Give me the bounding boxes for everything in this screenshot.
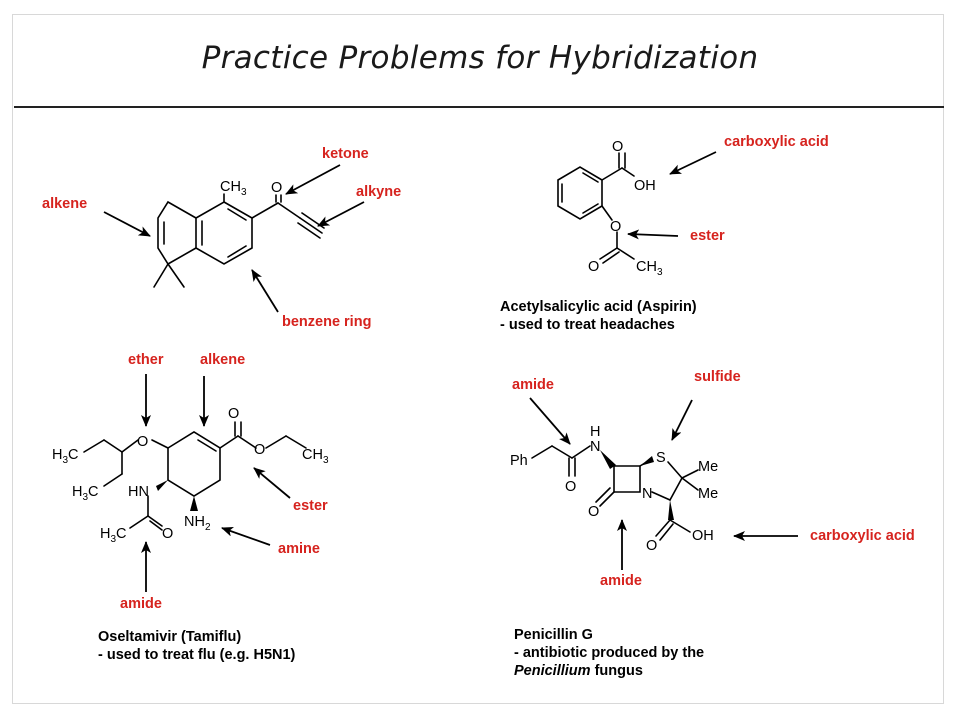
- arrow-sulfide: [671, 399, 693, 441]
- slide-frame: [12, 14, 944, 704]
- atom-h-amide: H: [590, 424, 600, 440]
- caption-penicillin-source: Penicillium fungus: [514, 662, 704, 680]
- molecule-penicillin: [531, 445, 699, 541]
- atom-h3c-lower: H3C: [72, 484, 99, 503]
- label-alkene-top: alkene: [42, 196, 87, 212]
- caption-aspirin-name: Acetylsalicylic acid (Aspirin): [500, 299, 697, 315]
- atom-o-lactam: O: [588, 504, 599, 520]
- slide-title: Practice Problems for Hybridization: [201, 40, 759, 76]
- atom-oh-pen: OH: [692, 528, 714, 544]
- atom-o-acid-pen: O: [646, 538, 657, 554]
- caption-aspirin-use: - used to treat headaches: [500, 317, 675, 333]
- atom-o-amide-pen: O: [565, 479, 576, 495]
- molecule-aspirin: [557, 152, 635, 264]
- arrow-alkene-top: [103, 211, 151, 237]
- atom-o-ether: O: [137, 434, 148, 450]
- label-alkene-mid: alkene: [200, 352, 245, 368]
- atom-n-ring: N: [642, 486, 652, 502]
- label-amide-left: amide: [120, 596, 162, 612]
- label-sulfide: sulfide: [694, 369, 741, 385]
- arrow-ester-mid: [253, 467, 291, 499]
- caption-tamiflu: Oseltamivir (Tamiflu) - used to treat fl…: [98, 628, 295, 664]
- arrow-carboxylic-acid-top: [669, 151, 717, 175]
- atom-ch3: CH3: [220, 179, 247, 198]
- caption-penicillin-name: Penicillin G: [514, 627, 593, 643]
- atom-h3c-acetyl: H3C: [100, 526, 127, 545]
- atom-hn-amide: HN: [128, 484, 149, 500]
- label-amide-pen-top: amide: [512, 377, 554, 393]
- arrow-ketone: [285, 164, 341, 195]
- atom-oh-acid: OH: [634, 178, 656, 194]
- atom-me-upper: Me: [698, 459, 718, 475]
- caption-penicillin: Penicillin G - antibiotic produced by th…: [514, 626, 704, 680]
- atom-s: S: [656, 450, 666, 466]
- label-carboxylic-acid-top: carboxylic acid: [724, 134, 829, 150]
- atom-o-carbonyl: O: [588, 259, 599, 275]
- molecule-enynone: [153, 193, 325, 288]
- atom-n-amide: N: [590, 439, 600, 455]
- title-divider: [14, 106, 944, 108]
- label-ester-top: ester: [690, 228, 725, 244]
- caption-penicillin-fungus: fungus: [590, 663, 643, 679]
- atom-ph: Ph: [510, 453, 528, 469]
- caption-tamiflu-use: - used to treat flu (e.g. H5N1): [98, 647, 296, 663]
- arrow-alkyne: [317, 201, 365, 227]
- atom-ch3-aspirin: CH3: [636, 259, 663, 278]
- arrow-amine: [221, 526, 271, 546]
- label-carboxylic-acid-pen: carboxylic acid: [810, 528, 915, 544]
- atom-h3c-upper: H3C: [52, 447, 79, 466]
- atom-o-ester-carbonyl: O: [228, 406, 239, 422]
- molecule-oseltamivir: [83, 421, 307, 531]
- label-ether: ether: [128, 352, 164, 368]
- label-ketone: ketone: [322, 146, 369, 162]
- label-ester-mid: ester: [293, 498, 328, 514]
- atom-o-amide: O: [162, 526, 173, 542]
- caption-penicillium-italic: Penicillium: [514, 663, 591, 679]
- caption-tamiflu-name: Oseltamivir (Tamiflu): [98, 629, 242, 645]
- label-alkyne: alkyne: [356, 184, 401, 200]
- atom-me-lower: Me: [698, 486, 718, 502]
- arrow-benzene-ring: [251, 269, 279, 313]
- atom-nh2: NH2: [184, 514, 211, 533]
- label-amide-pen-bottom: amide: [600, 573, 642, 589]
- arrow-amide-pen-top: [529, 397, 571, 445]
- arrow-ester-top: [627, 229, 679, 240]
- atom-o-ester-link: O: [254, 442, 265, 458]
- atom-ch3-ethyl: CH3: [302, 447, 329, 466]
- label-benzene-ring: benzene ring: [282, 314, 371, 330]
- atom-o-ester: O: [610, 219, 621, 235]
- caption-aspirin: Acetylsalicylic acid (Aspirin) - used to…: [500, 298, 697, 334]
- label-amine: amine: [278, 541, 320, 557]
- atom-o-acid: O: [612, 139, 623, 155]
- caption-penicillin-use: - antibiotic produced by the: [514, 645, 705, 661]
- atom-o-ketone: O: [271, 180, 282, 196]
